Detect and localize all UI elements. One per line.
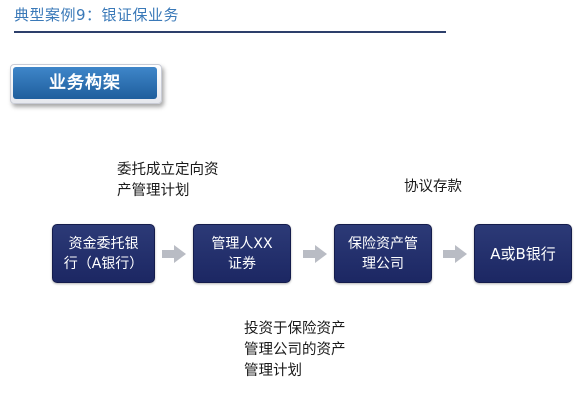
node-label-line: 资金委托银 [68, 235, 139, 252]
annotation-line: 管理公司的资产 [244, 342, 346, 358]
section-badge-label: 业务构架 [13, 67, 157, 99]
annotation-line: 产管理计划 [117, 183, 190, 199]
node-label-line: 行（A银行） [63, 255, 144, 272]
annotation-investment-plan: 投资于保险资产 管理公司的资产 管理计划 [244, 319, 346, 382]
node-label-line: 管理人XX [211, 235, 273, 252]
annotation-line: 投资于保险资产 [244, 321, 346, 337]
page-title: 典型案例9：银证保业务 [14, 6, 180, 24]
annotation-line: 管理计划 [244, 363, 302, 379]
annotation-directional-plan: 委托成立定向资 产管理计划 [117, 160, 219, 202]
title-divider [14, 31, 446, 33]
node-label-line: 证券 [228, 255, 256, 272]
node-insurance-asset-manager: 保险资产管 理公司 [334, 224, 432, 283]
node-label-line: 理公司 [362, 255, 404, 272]
node-manager-securities: 管理人XX 证券 [193, 224, 291, 283]
annotation-agreement-deposit: 协议存款 [404, 177, 462, 198]
annotation-line: 委托成立定向资 [117, 162, 219, 178]
node-funding-bank: 资金委托银 行（A银行） [52, 224, 155, 283]
section-badge: 业务构架 [10, 64, 162, 104]
annotation-line: 协议存款 [404, 179, 462, 195]
node-label-line: A或B银行 [490, 244, 556, 263]
node-deposit-bank: A或B银行 [474, 224, 572, 283]
node-label-line: 保险资产管 [348, 235, 418, 252]
